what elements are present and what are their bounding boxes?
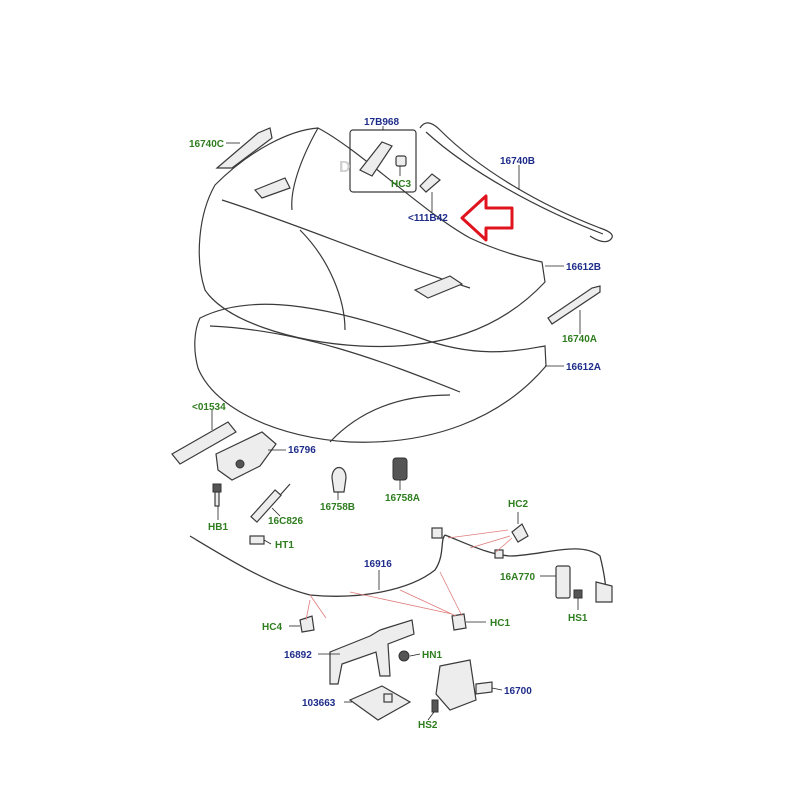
label-16740B: 16740B xyxy=(500,156,535,167)
label-16612B: 16612B xyxy=(566,262,601,273)
hood-panel-lower xyxy=(194,303,547,443)
leader-lines xyxy=(211,126,581,721)
clip-HC4 xyxy=(299,615,315,633)
label-16796: 16796 xyxy=(288,445,316,456)
label-HC3: HC3 xyxy=(391,179,411,190)
label-16612A: 16612A xyxy=(566,362,601,373)
clip-HT1 xyxy=(249,535,265,545)
label-103663: 103663 xyxy=(302,698,336,709)
label-HC1: HC1 xyxy=(490,618,510,629)
seal-16740A xyxy=(547,285,601,325)
hood-strut xyxy=(250,483,291,523)
hood-hinge xyxy=(171,421,277,481)
label-16740C: 16740C xyxy=(189,139,224,150)
nut-HN1 xyxy=(398,650,410,662)
release-cable-16916 xyxy=(189,527,607,597)
label-HN1: HN1 xyxy=(422,650,442,661)
watermark-letter: D xyxy=(339,159,351,176)
label-16758A: 16758A xyxy=(385,493,420,504)
label-01534: <01534 xyxy=(192,402,226,413)
label-16700: 16700 xyxy=(504,686,532,697)
seal-16740C xyxy=(215,127,273,169)
bump-stop-16758A xyxy=(392,457,408,481)
seal-16740B xyxy=(419,122,613,243)
clip-HC1 xyxy=(451,613,467,631)
screw-HS1 xyxy=(573,589,583,599)
latch-actuator-16A770 xyxy=(555,565,613,603)
label-111B42: <111B42 xyxy=(408,213,448,224)
label-17B968: 17B968 xyxy=(364,117,399,128)
label-16A770: 16A770 xyxy=(500,572,535,583)
label-HB1: HB1 xyxy=(208,522,228,533)
label-HT1: HT1 xyxy=(275,540,294,551)
hood-panel-upper xyxy=(198,127,546,348)
part-17B968-group xyxy=(349,129,441,193)
latch-16700 xyxy=(435,659,493,711)
label-HC2: HC2 xyxy=(508,499,528,510)
label-HS2: HS2 xyxy=(418,720,438,731)
reference-lines xyxy=(305,529,513,621)
label-16C826: 16C826 xyxy=(268,516,303,527)
callout-labels: 16740C 17B968 HC3 <111B42 16740B 16612B … xyxy=(189,117,601,731)
highlight-arrow xyxy=(460,194,514,242)
bracket-103663 xyxy=(348,685,412,721)
label-16916: 16916 xyxy=(364,559,392,570)
label-16740A: 16740A xyxy=(562,334,597,345)
bump-stop-16758B xyxy=(331,466,347,493)
clip-HC2 xyxy=(511,523,529,543)
label-HC4: HC4 xyxy=(262,622,282,633)
label-16758B: 16758B xyxy=(320,502,355,513)
label-HS1: HS1 xyxy=(568,613,588,624)
screw-HS2 xyxy=(431,699,439,713)
label-16892: 16892 xyxy=(284,650,312,661)
bolt-HB1 xyxy=(212,483,222,507)
bracket-16892 xyxy=(329,619,415,685)
